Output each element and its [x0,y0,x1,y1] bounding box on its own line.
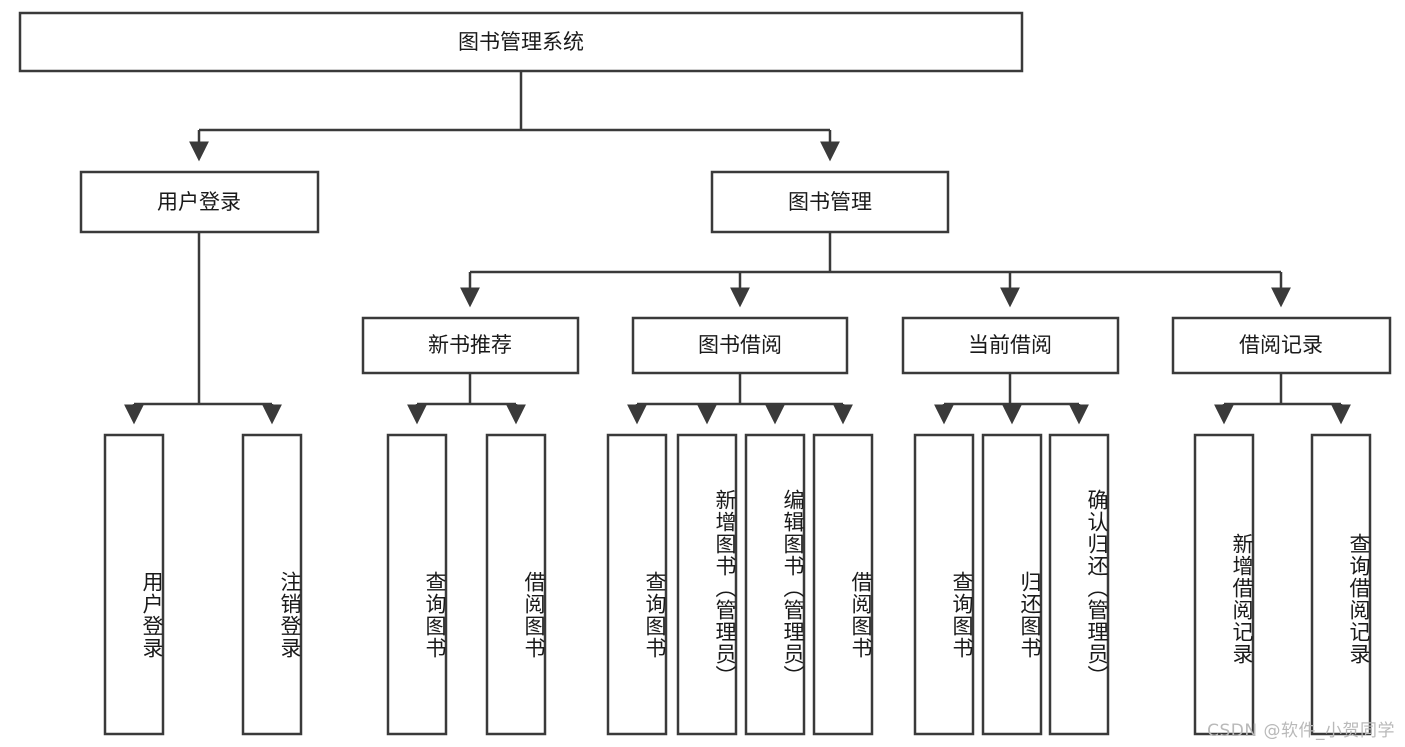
node-book-management-label: 图书管理 [788,190,872,214]
node-root[interactable]: 图书管理系统 [18,11,1024,73]
node-book-management-box[interactable] [710,170,950,234]
node-new-book-recommend-label: 新书推荐 [428,333,512,357]
leaf-box-group [103,433,1372,736]
leaf-box-edit-book[interactable] [744,433,806,736]
leaf-box-borrow-book-1[interactable] [485,433,547,736]
node-user-login-box[interactable] [79,170,320,234]
node-user-login[interactable]: 用户登录 [79,170,320,234]
node-book-borrow[interactable]: 图书借阅 [631,316,849,375]
leaf-box-return-book[interactable] [981,433,1043,736]
node-new-book-recommend-box[interactable] [361,316,580,375]
leaf-box-query-book-1[interactable] [386,433,448,736]
node-current-borrow-label: 当前借阅 [968,333,1052,357]
node-borrow-record-box[interactable] [1171,316,1392,375]
node-book-borrow-box[interactable] [631,316,849,375]
node-book-management[interactable]: 图书管理 [710,170,950,234]
watermark-text: CSDN @软件_小贺同学 [1207,721,1395,741]
node-book-borrow-label: 图书借阅 [698,333,782,357]
leaf-box-logout[interactable] [241,433,303,736]
connector-group [124,71,1351,425]
node-user-login-label: 用户登录 [157,190,241,214]
leaf-box-user-login[interactable] [103,433,165,736]
node-new-book-recommend[interactable]: 新书推荐 [361,316,580,375]
node-current-borrow[interactable]: 当前借阅 [901,316,1120,375]
node-root-label: 图书管理系统 [458,30,584,54]
leaf-box-query-record[interactable] [1310,433,1372,736]
leaf-box-query-book-3[interactable] [913,433,975,736]
node-current-borrow-box[interactable] [901,316,1120,375]
node-root-box[interactable] [18,11,1024,73]
leaf-box-confirm-return[interactable] [1048,433,1110,736]
leaf-box-borrow-book-2[interactable] [812,433,874,736]
node-borrow-record[interactable]: 借阅记录 [1171,316,1392,375]
leaf-box-query-book-2[interactable] [606,433,668,736]
leaf-box-add-book[interactable] [676,433,738,736]
node-borrow-record-label: 借阅记录 [1239,333,1323,357]
leaf-box-add-record[interactable] [1193,433,1255,736]
